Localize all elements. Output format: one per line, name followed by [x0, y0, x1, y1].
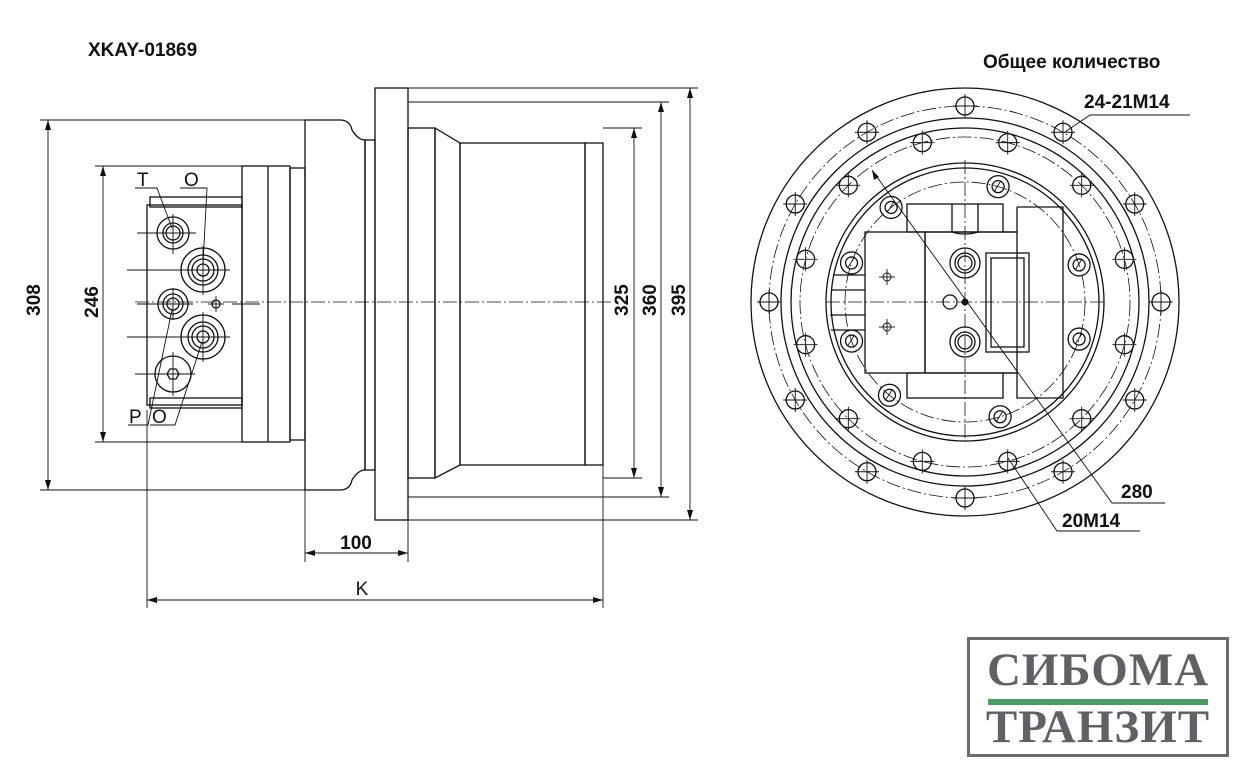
front-view: 24-21M14 280 20M14	[750, 87, 1190, 532]
mid-bolt-hole-icon	[1112, 247, 1137, 272]
port-p-icon	[157, 288, 189, 320]
outer-bolt-hole-icon	[1051, 120, 1075, 145]
inner-bolt-hole-icon	[1067, 253, 1091, 277]
dim-308: 308	[24, 284, 45, 316]
outer-bolt-hole-icon	[783, 192, 808, 216]
mid-bolt-hole-icon	[995, 449, 1020, 474]
port-label-o-top: O	[184, 170, 199, 191]
port-label-o-bottom: O	[152, 407, 167, 428]
mid-bolt-hole-icon	[1112, 332, 1137, 357]
inner-bolt-hole-icon	[877, 383, 902, 407]
outer-bolt-hole-icon	[1122, 192, 1147, 216]
outer-bolt-hole-icon	[855, 120, 879, 145]
side-view: 308 246 325 360 395 100 K	[24, 87, 698, 608]
port-label-t: T	[137, 170, 149, 191]
port-label-p: P	[129, 407, 142, 428]
logo-line1: СИБОМА	[986, 644, 1210, 696]
company-logo: СИБОМА ТРАНЗИТ	[967, 637, 1229, 757]
inner-bolts-label: 20M14	[1062, 511, 1121, 532]
mid-bolt-hole-icon	[910, 449, 935, 474]
outer-bolt-hole-icon	[953, 486, 977, 510]
inner-bolt-hole-icon	[839, 329, 864, 353]
dim-325: 325	[612, 284, 633, 316]
mid-bolt-hole-icon	[1069, 406, 1094, 431]
mid-bolt-hole-icon	[836, 173, 861, 198]
port-t-icon	[156, 216, 190, 250]
mid-bolt-hole-icon	[910, 130, 935, 155]
outer-bolt-hole-icon	[757, 290, 781, 314]
mid-bolt-hole-icon	[836, 406, 861, 431]
mid-bolt-hole-icon	[1069, 173, 1094, 198]
model-code: XKAY-01869	[88, 40, 197, 61]
dim-246: 246	[82, 286, 103, 318]
pcd-label: 280	[1121, 482, 1153, 503]
bolt-top-icon	[949, 247, 981, 279]
outer-bolt-hole-icon	[1051, 459, 1075, 484]
logo-bar	[988, 699, 1208, 705]
hex-plug-icon	[154, 355, 192, 393]
inner-bolt-hole-icon	[988, 405, 1012, 429]
inner-bolt-hole-icon	[1067, 327, 1091, 351]
mid-bolt-hole-icon	[995, 130, 1020, 155]
logo-line2: ТРАНЗИТ	[985, 701, 1211, 753]
outer-bolt-hole-icon	[1122, 388, 1147, 412]
port-o-bottom-icon	[180, 314, 226, 360]
total-quantity-label: Общее количество	[983, 52, 1160, 73]
outer-bolt-hole-icon	[855, 459, 879, 484]
gauge-port-icon	[211, 299, 221, 309]
dim-360: 360	[640, 284, 661, 316]
dim-100: 100	[340, 533, 372, 554]
bolt-bottom-icon	[949, 326, 981, 358]
inner-bolt-hole-icon	[986, 174, 1010, 199]
dim-k: K	[356, 579, 369, 600]
mid-bolt-hole-icon	[793, 332, 818, 357]
inner-bolt-hole-icon	[839, 251, 864, 275]
outer-bolt-hole-icon	[1149, 290, 1173, 314]
outer-bolt-hole-icon	[953, 94, 977, 118]
outer-bolt-hole-icon	[783, 388, 808, 412]
outer-bolts-label: 24-21M14	[1084, 92, 1170, 113]
dim-395: 395	[669, 284, 690, 316]
mid-bolt-hole-icon	[793, 247, 818, 272]
